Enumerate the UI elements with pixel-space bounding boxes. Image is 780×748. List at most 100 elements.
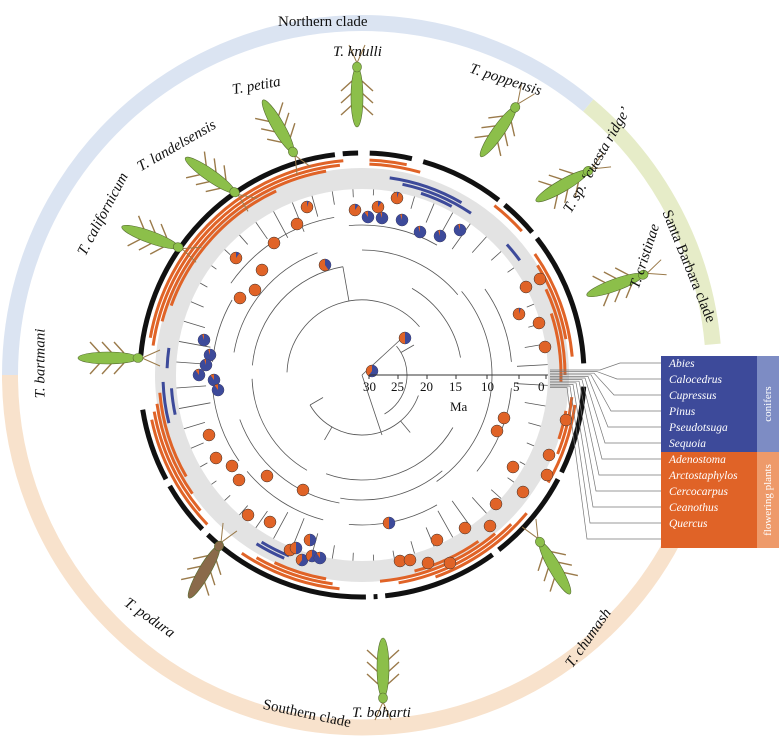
conifers-legend-box: Abies Calocedrus Cupressus Pinus Pseudot… (661, 356, 757, 452)
tree-connector-arc (411, 288, 461, 358)
insect-illustration (366, 637, 400, 721)
insect-leg (366, 649, 379, 661)
tree-branch (176, 385, 207, 389)
ancestral-state-pie (365, 364, 379, 378)
insect-antenna (294, 155, 298, 176)
insect-leg (186, 565, 202, 570)
ancestral-state-pie (313, 551, 327, 565)
conifers-group-label: conifers (757, 356, 779, 452)
insect-antenna (521, 526, 539, 539)
legend-item-pseudotsuga: Pseudotsuga (669, 422, 728, 434)
tree-branch (224, 249, 231, 255)
insect-leg (137, 215, 145, 230)
pie-flowering (263, 515, 277, 529)
tree-connector-arc (361, 249, 459, 295)
tree-branch (311, 195, 319, 217)
insect-leg (614, 267, 629, 276)
pie-flowering (540, 468, 554, 482)
tree-connector-arc (309, 395, 419, 436)
ancestral-state-pie (300, 200, 314, 214)
ancestral-state-pie (267, 236, 281, 250)
insect-illustration (121, 215, 202, 263)
tree-branch (471, 497, 487, 514)
ancestral-state-pie (202, 428, 216, 442)
insect-leg (127, 238, 142, 247)
legend-item-calocedrus: Calocedrus (669, 374, 723, 386)
insect-antenna (141, 349, 161, 359)
ancestral-state-pie (225, 459, 239, 473)
legend-item-pinus: Pinus (669, 406, 696, 418)
insect-leg (543, 566, 550, 582)
tree-branch (200, 462, 208, 468)
tree-branch (519, 461, 526, 465)
insect-leg (474, 134, 490, 139)
ancestral-state-pie (395, 213, 409, 227)
ancestral-state-pie (516, 485, 530, 499)
ancestral-state-pie (403, 553, 417, 567)
ancestral-state-pie (318, 258, 332, 272)
pie-flowering (516, 485, 530, 499)
pie-conifer (361, 211, 374, 223)
pie-flowering (483, 519, 497, 533)
tree-branch (400, 420, 411, 433)
insect-leg (557, 561, 573, 566)
insect-illustration (254, 99, 312, 176)
insect-leg (574, 182, 580, 198)
conifer-host-arc (255, 542, 285, 560)
pie-flowering (519, 280, 533, 294)
ancestral-state-pie (382, 516, 396, 530)
pie-flowering (267, 236, 281, 250)
pie-flowering (538, 340, 552, 354)
pie-conifer (203, 349, 216, 361)
insect-leg (266, 138, 282, 144)
insect-leg (113, 341, 125, 354)
species-group-bar (497, 478, 561, 552)
pie-conifer (375, 212, 388, 224)
conifer-host-arc (420, 191, 453, 208)
ancestral-state-pie (489, 497, 503, 511)
insect-leg (366, 661, 379, 673)
pie-flowering (490, 424, 504, 438)
insect-leg (89, 362, 101, 375)
insect-leg (340, 92, 353, 104)
species-group-bar (206, 532, 366, 600)
insect-leg (549, 577, 556, 592)
insect-leg (283, 112, 290, 128)
insect-leg (180, 575, 196, 581)
insect-antenna (237, 194, 249, 212)
legend-item-adenostoma: Adenostoma (669, 454, 726, 466)
axis-tick-15: 15 (449, 379, 462, 394)
insect-head (214, 540, 224, 552)
insect-leg (537, 556, 544, 572)
legend-item-ceanothus: Ceanothus (669, 502, 719, 514)
legend-item-cercocarpus: Cercocarpus (669, 486, 728, 498)
legend-leader-line (550, 382, 661, 492)
ancestral-state-pie (255, 263, 269, 277)
tree-branch (490, 489, 502, 499)
insect-leg (113, 362, 125, 375)
insect-illustration (340, 44, 374, 128)
insect-leg (387, 661, 400, 673)
pie-conifer (405, 332, 411, 344)
insect-antenna (591, 152, 604, 170)
ancestral-state-pie (229, 251, 243, 265)
insect-body (261, 99, 295, 153)
ancestral-state-pie (421, 556, 435, 570)
tree-branch (507, 267, 515, 273)
insect-head (172, 242, 184, 253)
ancestral-state-pie (290, 217, 304, 231)
tree-branch (255, 222, 268, 240)
insect-illustration (474, 84, 535, 158)
species-label-bartmani: T. bartmani (32, 328, 49, 399)
pie-conifer (307, 200, 309, 207)
tree-branch (178, 402, 211, 409)
tree-branch (178, 341, 211, 348)
legend-leader-line (550, 376, 661, 428)
tree-branch (190, 301, 204, 308)
insect-leg (510, 121, 516, 137)
insect-antenna (517, 93, 535, 105)
insect-illustration (77, 341, 161, 375)
insect-leg (563, 571, 579, 577)
pie-conifer (368, 365, 378, 377)
